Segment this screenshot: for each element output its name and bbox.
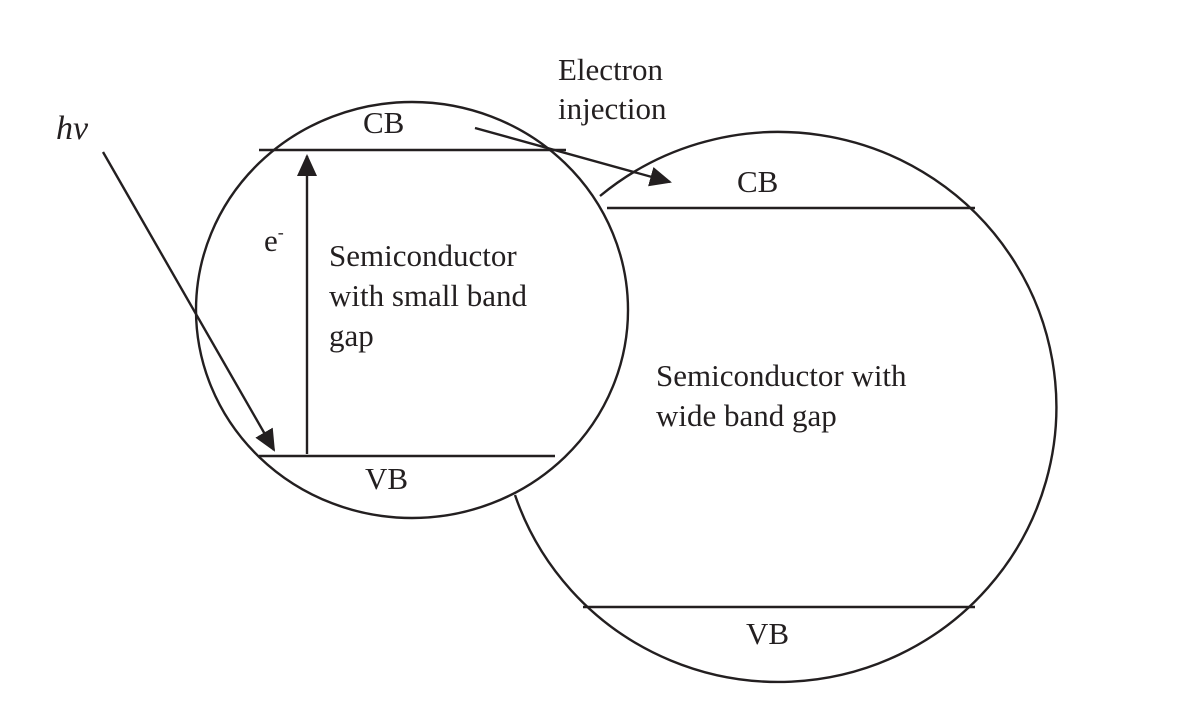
injection-label-line-1: Electron — [558, 52, 664, 87]
electron-charge: - — [278, 222, 284, 242]
injection-label-line-2: injection — [558, 91, 667, 126]
electron-injection-arrow — [474, 126, 672, 187]
wide-gap-name-line-2: wide band gap — [656, 398, 837, 433]
small-gap-name-line-2: with small band — [329, 278, 528, 313]
photon-label: hv — [56, 110, 89, 147]
small-gap-semiconductor-outline — [194, 100, 630, 520]
electron-label: e- — [264, 222, 284, 258]
small-gap-vb-label: VB — [365, 461, 408, 496]
wide-gap-semiconductor-outline — [513, 130, 1058, 684]
wide-gap-vb-label: VB — [746, 616, 789, 651]
small-gap-cb-label: CB — [363, 105, 404, 140]
electron-symbol: e — [264, 223, 278, 258]
photon-arrow — [101, 151, 276, 452]
wide-gap-cb-label: CB — [737, 164, 778, 199]
wide-gap-name-line-1: Semiconductor with — [656, 358, 907, 393]
small-gap-name-line-1: Semiconductor — [329, 238, 517, 273]
small-gap-name-line-3: gap — [329, 318, 374, 353]
